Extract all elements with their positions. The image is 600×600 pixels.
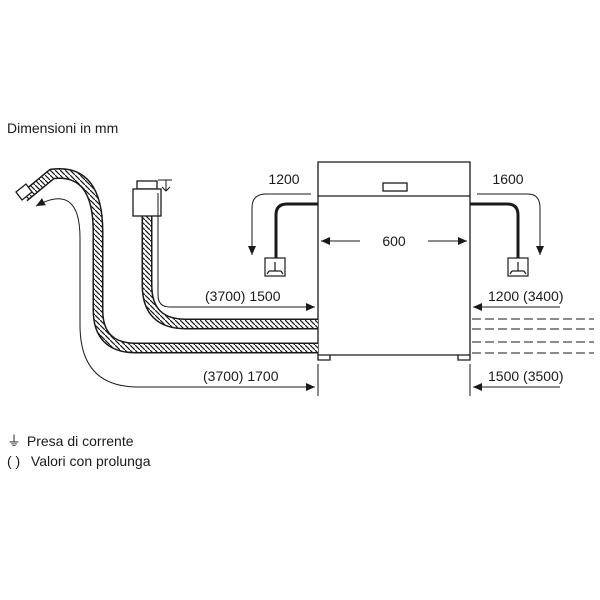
right-power-cable bbox=[470, 193, 544, 258]
left-outlet-offset: 1200 bbox=[268, 171, 299, 187]
extension-symbol: ( ) bbox=[7, 453, 21, 469]
left-power-cable bbox=[248, 193, 318, 258]
units-caption: Dimensioni in mm bbox=[7, 120, 119, 136]
control-display bbox=[382, 182, 408, 192]
drain-hose-left-length: (3700) 1500 bbox=[205, 288, 281, 304]
inlet-hose bbox=[20, 168, 318, 354]
legend-socket-label: Presa di corrente bbox=[26, 433, 134, 449]
right-dimension-arrows bbox=[317, 303, 560, 396]
inlet-hose-left-length: (3700) 1700 bbox=[203, 368, 279, 384]
drain-hose bbox=[141, 215, 318, 330]
power-socket-icon: ⏚ bbox=[7, 433, 21, 449]
power-socket-icon bbox=[264, 257, 286, 277]
dishwasher-outline bbox=[317, 161, 471, 361]
right-hose-dashes bbox=[472, 318, 594, 354]
right-outlet-offset: 1600 bbox=[492, 171, 523, 187]
drain-reach-curve bbox=[157, 193, 311, 308]
drain-hose-right-length: 1200 (3400) bbox=[488, 288, 564, 304]
legend-extension-row: ( ) Valori con prolunga bbox=[7, 453, 151, 469]
inlet-reach-curve bbox=[35, 198, 311, 388]
hose-end-fitting bbox=[15, 183, 33, 201]
aquastop-valve bbox=[132, 180, 162, 217]
width-label: 600 bbox=[382, 233, 406, 249]
legend-socket-row: ⏚ Presa di corrente bbox=[7, 433, 134, 449]
legend-extension-label: Valori con prolunga bbox=[30, 453, 151, 469]
inlet-hose-right-length: 1500 (3500) bbox=[488, 368, 564, 384]
left-dimension-arrows bbox=[300, 303, 315, 391]
power-socket-icon bbox=[507, 257, 529, 277]
valve-height-dimension bbox=[158, 179, 172, 192]
